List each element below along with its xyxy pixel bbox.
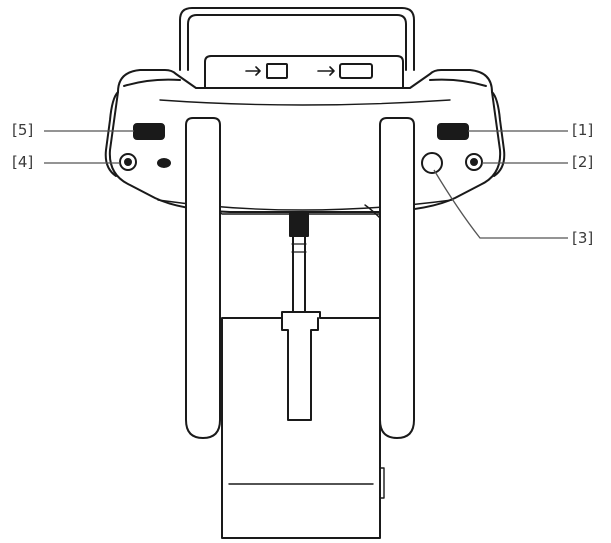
device-cable bbox=[289, 211, 309, 313]
usb-symbol-icon-2 bbox=[317, 66, 335, 76]
right-button bbox=[465, 153, 483, 171]
callout-label-4: [4] bbox=[12, 153, 34, 171]
hdmi-port-icon bbox=[339, 63, 373, 79]
callout-label-5: [5] bbox=[12, 121, 34, 139]
connector-panel bbox=[204, 55, 404, 89]
left-button bbox=[119, 153, 137, 171]
right-button-center bbox=[470, 158, 478, 166]
callout-label-3: [3] bbox=[572, 229, 594, 247]
leader-line-3 bbox=[433, 169, 568, 239]
carry-handle bbox=[179, 7, 415, 71]
controller-body bbox=[104, 69, 506, 219]
left-antenna bbox=[185, 117, 221, 439]
right-antenna bbox=[379, 117, 415, 439]
device-holder bbox=[221, 311, 385, 539]
left-dial bbox=[133, 123, 165, 140]
usb-symbol-icon bbox=[245, 66, 261, 76]
callout-label-2: [2] bbox=[572, 153, 594, 171]
right-button-large bbox=[421, 152, 443, 174]
left-small-button bbox=[157, 158, 171, 168]
left-controls bbox=[119, 123, 171, 171]
callout-label-1: [1] bbox=[572, 121, 594, 139]
right-dial bbox=[437, 123, 469, 140]
left-button-center bbox=[124, 158, 132, 166]
usb-port-icon bbox=[266, 63, 288, 79]
